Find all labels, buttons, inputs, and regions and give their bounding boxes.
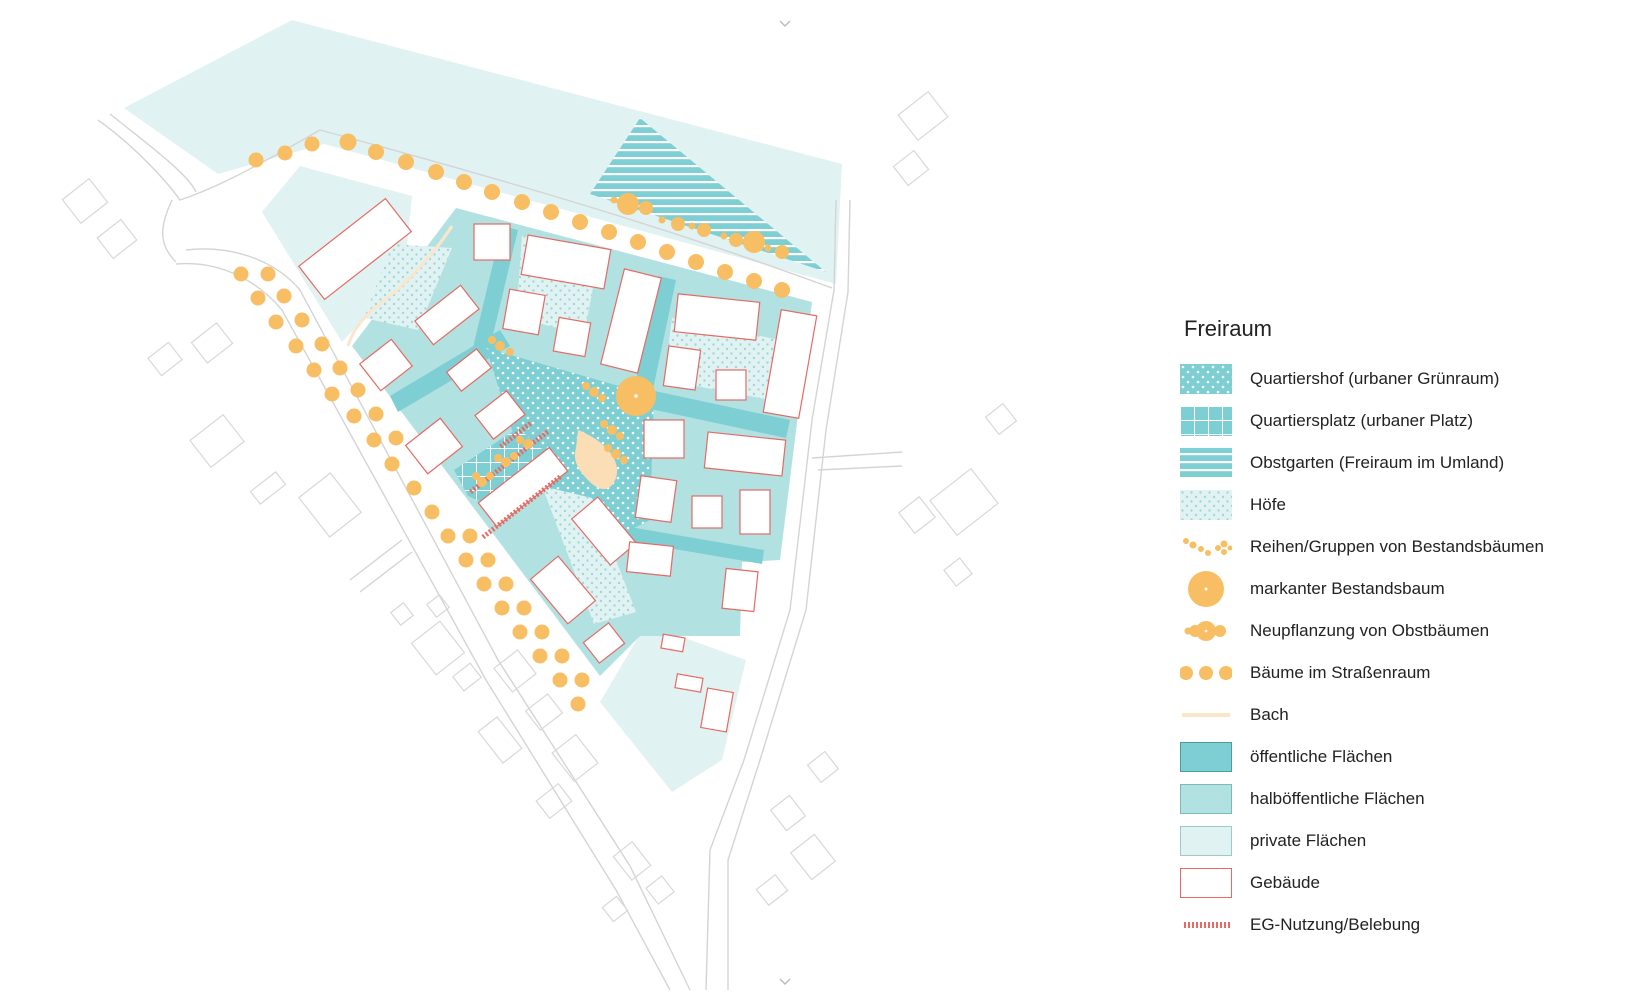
- street-trees: [233, 133, 790, 712]
- pond: [574, 430, 618, 489]
- legend-label: Höfe: [1250, 495, 1286, 514]
- context-buildings: [61, 90, 1018, 923]
- obstgarten: [590, 118, 826, 272]
- public-area-swatch: [1180, 742, 1232, 772]
- legend-item-ground-floor-use: EG-Nutzung/Belebung: [1180, 904, 1610, 946]
- building-outline-swatch: [1180, 868, 1232, 898]
- legend-item-semi-public: halböffentliche Flächen: [1180, 778, 1610, 820]
- legend-item-public: öffentliche Flächen: [1180, 736, 1610, 778]
- scroll-down-chevron-icon[interactable]: [778, 976, 792, 986]
- existing-tree-groups: [472, 336, 628, 487]
- legend-title: Freiraum: [1184, 316, 1273, 341]
- legend-label: Obstgarten (Freiraum im Umland): [1250, 453, 1505, 472]
- legend-item-landmark-tree: markanter Bestandsbaum: [1180, 568, 1610, 610]
- legend-label: Bach: [1250, 705, 1289, 724]
- scroll-up-chevron-icon[interactable]: [778, 18, 792, 28]
- legend-label: halböffentliche Flächen: [1250, 789, 1425, 808]
- semi-public-area-swatch: [1180, 784, 1232, 814]
- legend-item-quartiersplatz: Quartiersplatz (urbaner Platz): [1180, 400, 1610, 442]
- legend-label: öffentliche Flächen: [1250, 747, 1393, 766]
- legend-item-buildings: Gebäude: [1180, 862, 1610, 904]
- private-area-swatch: [1180, 826, 1232, 856]
- legend-item-obstgarten: Obstgarten (Freiraum im Umland): [1180, 442, 1610, 484]
- legend-item-hoefe: Höfe: [1180, 484, 1610, 526]
- quartiershof: [486, 348, 654, 536]
- legend-label: EG-Nutzung/Belebung: [1250, 915, 1421, 934]
- light-dotted-swatch: [1180, 490, 1232, 520]
- dotted-teal-swatch: [1180, 364, 1232, 394]
- legend-label: Neupflanzung von Obstbäumen: [1250, 621, 1490, 640]
- legend-label: Quartiersplatz (urbaner Platz): [1250, 411, 1473, 430]
- legend-item-bach: Bach: [1180, 694, 1610, 736]
- legend-label: Quartiershof (urbaner Grünraum): [1250, 369, 1500, 388]
- fruit-trees: [610, 193, 789, 259]
- legend-item-fruit-trees: Neupflanzung von Obstbäumen: [1180, 610, 1610, 652]
- legend-item-tree-groups: Reihen/Gruppen von Bestandsbäumen: [1180, 526, 1610, 568]
- fruit-tree-icon: [1184, 621, 1226, 641]
- legend-label: Reihen/Gruppen von Bestandsbäumen: [1250, 537, 1544, 556]
- legend: Freiraum Quartiershof (urbaner Grünraum)…: [1180, 316, 1610, 946]
- ground-floor-use-icon: [1182, 922, 1230, 928]
- legend-label: private Flächen: [1250, 831, 1367, 850]
- grid-teal-swatch: [1180, 406, 1232, 436]
- legend-item-street-trees: Bäume im Straßenraum: [1180, 652, 1610, 694]
- large-tree-icon: [1188, 571, 1224, 607]
- legend-label: Bäume im Straßenraum: [1250, 663, 1431, 682]
- legend-item-quartiershof: Quartiershof (urbaner Grünraum): [1180, 358, 1610, 400]
- street-trees-icon: [1180, 666, 1232, 680]
- stream: [346, 225, 454, 347]
- planned-buildings: [297, 197, 818, 733]
- legend-label: Gebäude: [1250, 873, 1320, 892]
- tree-cluster-icon: [1183, 538, 1232, 556]
- legend-label: markanter Bestandsbaum: [1250, 579, 1445, 598]
- legend-item-private: private Flächen: [1180, 820, 1610, 862]
- striped-teal-swatch: [1180, 448, 1232, 478]
- stream-line-icon: [1182, 713, 1230, 717]
